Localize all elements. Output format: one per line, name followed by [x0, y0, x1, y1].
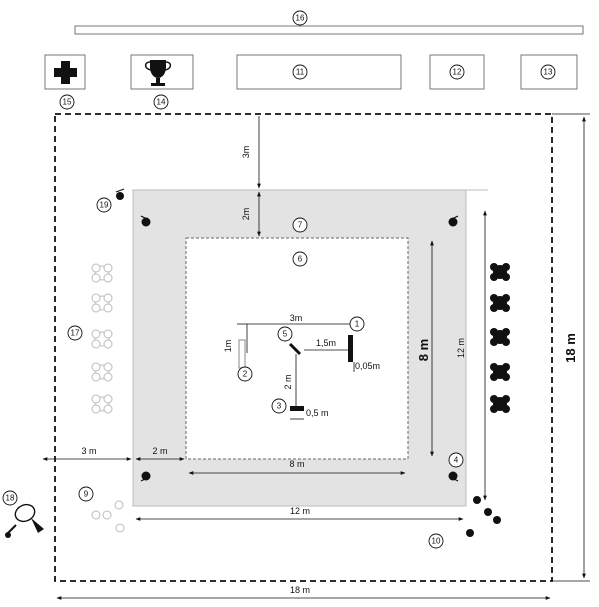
target-thickness-label: 0,05m — [355, 361, 380, 371]
gray-width-label: 12 m — [290, 506, 310, 516]
outer-boundary — [54, 113, 553, 582]
marker-12: 12 — [453, 68, 462, 77]
outer-width-label: 18 m — [290, 585, 310, 595]
spectator-icon — [91, 263, 113, 414]
marker-5-pole — [288, 342, 302, 356]
camera-icon — [5, 503, 44, 538]
target-3 — [290, 406, 304, 411]
box-12: 12 — [429, 54, 485, 90]
marker-16: 16 — [296, 14, 305, 23]
box-11: 11 — [236, 54, 402, 90]
top-band-label: 2m — [241, 208, 251, 221]
marker-19: 19 — [100, 201, 109, 210]
line-element-2 — [238, 339, 246, 369]
first-aid-station: 15 — [44, 54, 86, 110]
target-spacing-label: 3m — [290, 313, 303, 323]
trophy-table: 14 — [130, 54, 194, 110]
left-margin-label: 3 m — [81, 446, 96, 456]
marker-4: 4 — [454, 456, 459, 465]
inner-width-label: 8 m — [289, 459, 304, 469]
target-1 — [348, 335, 353, 362]
target-offset-label: 1,5m — [316, 338, 336, 348]
top-bar-16: 16 — [74, 10, 584, 35]
vertical-gap-label: 2 m — [283, 374, 293, 389]
marker-7: 7 — [298, 221, 303, 230]
base-length-label: 0,5 m — [306, 408, 329, 418]
gray-band-label: 2 m — [152, 446, 167, 456]
marker-18: 18 — [6, 494, 15, 503]
cross-icon — [54, 61, 77, 84]
marker-1: 1 — [355, 320, 360, 329]
marker-5: 5 — [283, 330, 288, 339]
top-margin-label: 3m — [241, 146, 251, 159]
spectator-icon — [490, 263, 510, 413]
line-length-label: 1m — [223, 340, 233, 353]
marker-6: 6 — [298, 255, 303, 264]
marker-3: 3 — [277, 402, 282, 411]
judge-icon — [141, 217, 458, 481]
judge-group-10 — [466, 496, 501, 537]
marker-13: 13 — [544, 68, 553, 77]
box-13: 13 — [520, 54, 578, 90]
marker-10: 10 — [432, 537, 441, 546]
gray-height-label: 12 m — [456, 338, 466, 358]
seating-icon — [91, 500, 125, 533]
marker-9: 9 — [84, 490, 89, 499]
inner-height-label: 8 m — [416, 339, 431, 361]
outer-height-label: 18 m — [563, 333, 578, 363]
marker-2: 2 — [243, 370, 248, 379]
marker-15: 15 — [63, 98, 72, 107]
marker-14: 14 — [157, 98, 166, 107]
inner-area — [185, 237, 409, 460]
trophy-icon — [144, 60, 172, 86]
marker-11: 11 — [296, 68, 305, 77]
marker-17: 17 — [71, 329, 80, 338]
